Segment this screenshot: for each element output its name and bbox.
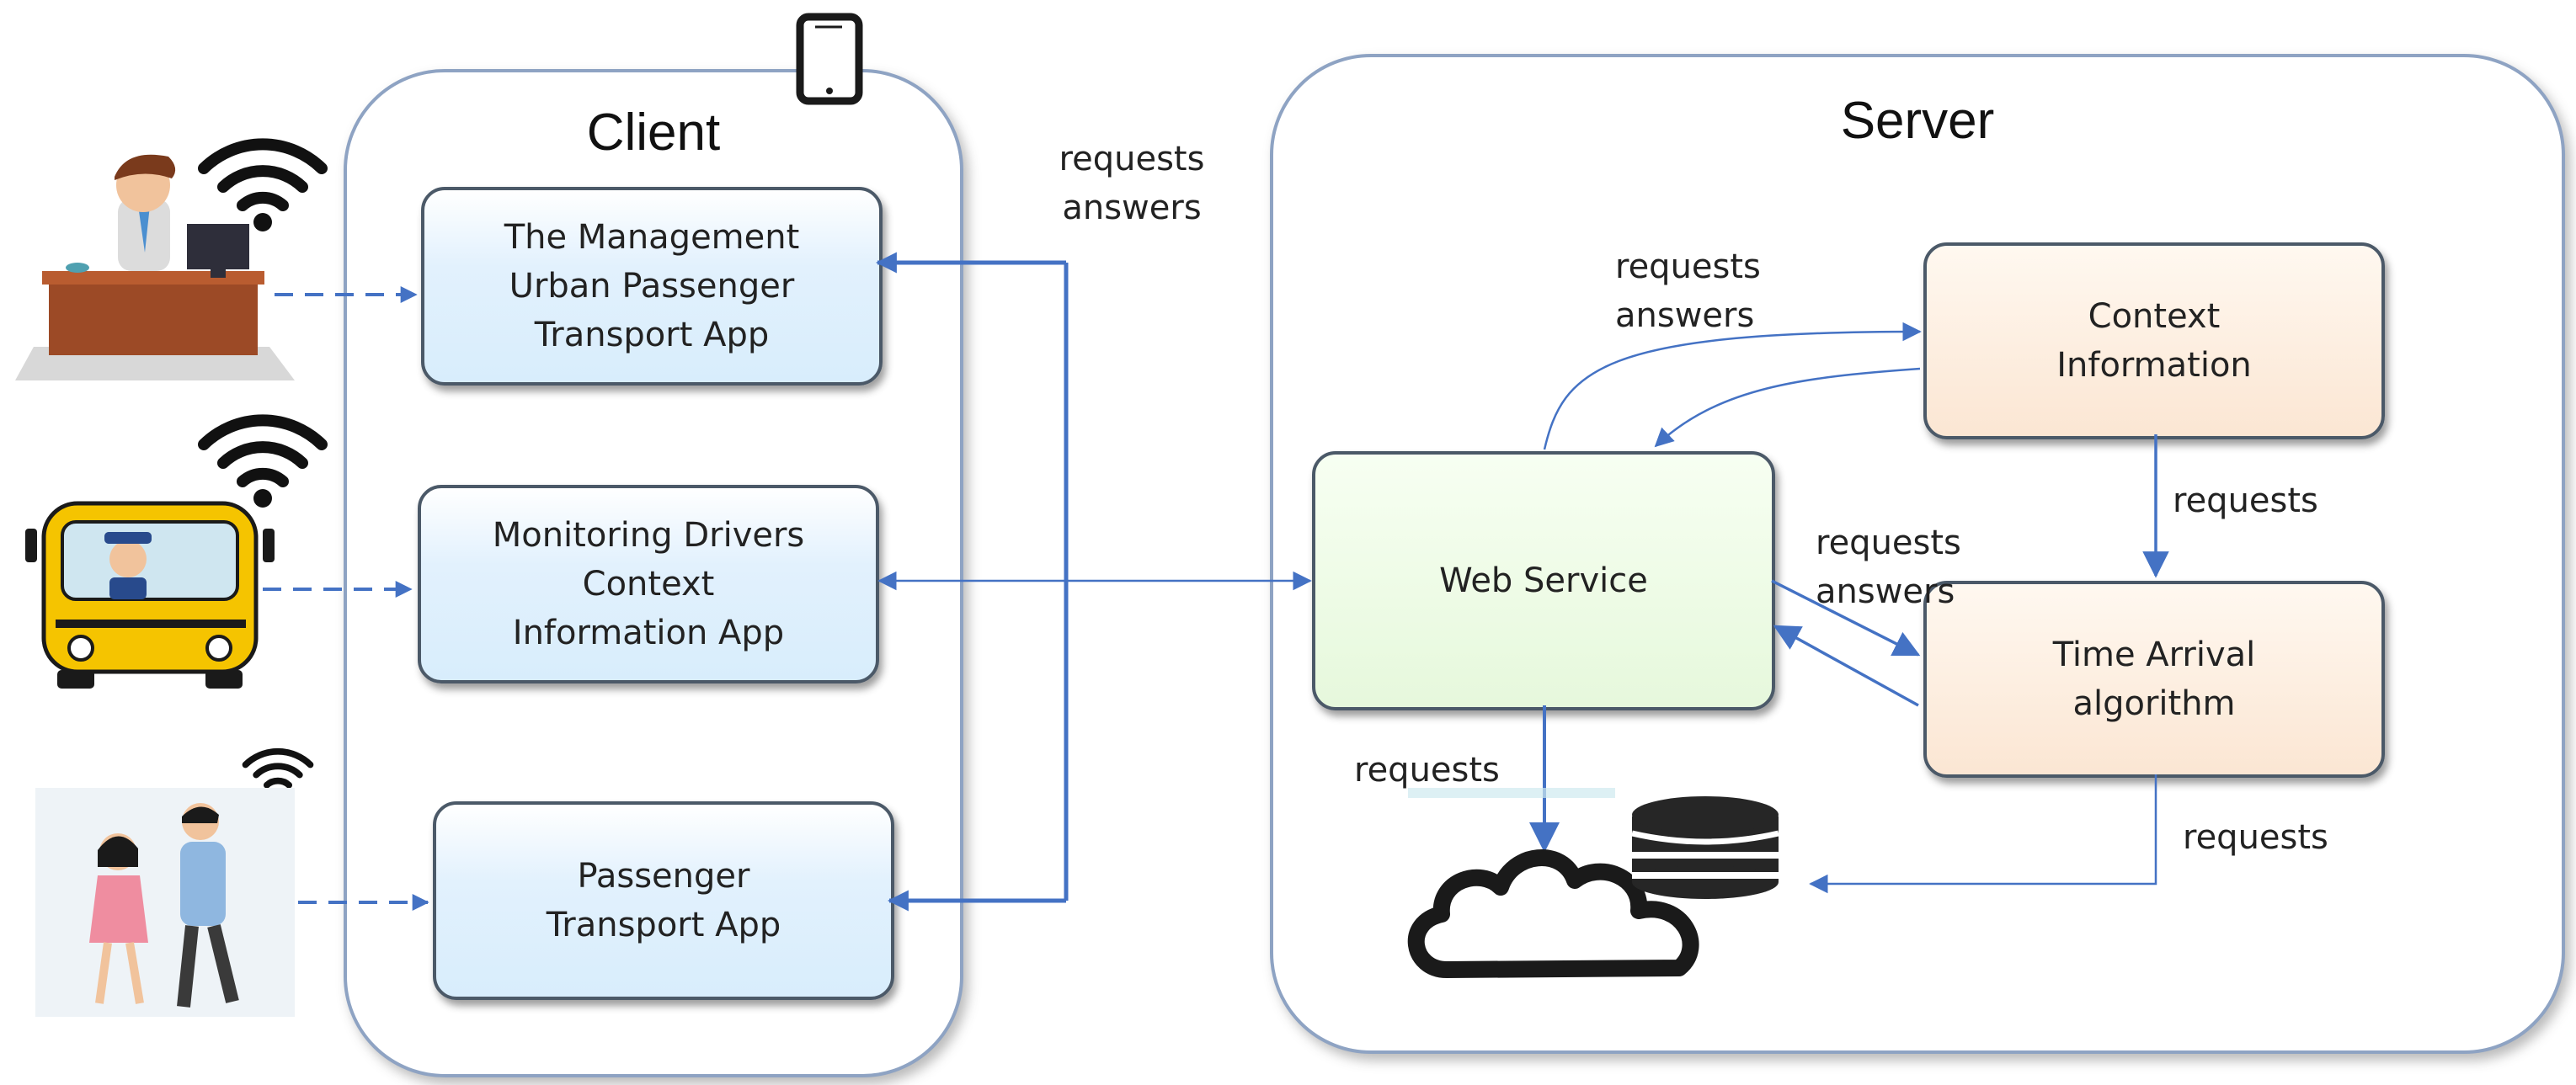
ws-to-cloud-requests-label: requests [1354,751,1500,790]
passenger-transport-app-box: Passenger Transport App [433,801,894,1000]
management-app-box: The Management Urban Passenger Transport… [421,187,883,386]
database-icon [1631,796,1779,899]
passengers-icon [35,788,295,1017]
manager-at-desk-icon [15,154,295,380]
ws-time-arrival-requests-answers-label: requests answers [1816,524,1961,611]
ws-to-time-connector [1771,579,1921,657]
wifi-icon [198,138,328,231]
ws-to-context-curve [1543,322,1922,450]
time-to-cloud-requests-label: requests [2183,818,2328,857]
context-to-time-requests-label: requests [2173,481,2318,520]
requests-highlight [1408,788,1615,798]
context-information-box: Context Information [1923,242,2385,439]
client-server-requests-answers-label: requests answers [1059,140,1205,227]
web-service-box: Web Service [1312,451,1775,710]
monitoring-drivers-app-box: Monitoring Drivers Context Information A… [418,485,879,683]
time-arrival-algorithm-box: Time Arrival algorithm [1923,581,2385,778]
smartphone-icon [796,13,863,105]
server-title: Server [1840,92,1995,150]
bus-driver-icon [25,501,275,689]
wifi-icon [198,414,328,508]
client-title: Client [586,104,721,162]
context-to-ws-curve [1654,367,1921,448]
time-to-storage-connector [1809,774,2157,894]
cloud-icon [1407,849,1699,978]
time-to-ws-connector [1773,625,1919,707]
actor-dashed-connectors [263,286,429,911]
ws-context-requests-answers-label: requests answers [1615,247,1761,335]
